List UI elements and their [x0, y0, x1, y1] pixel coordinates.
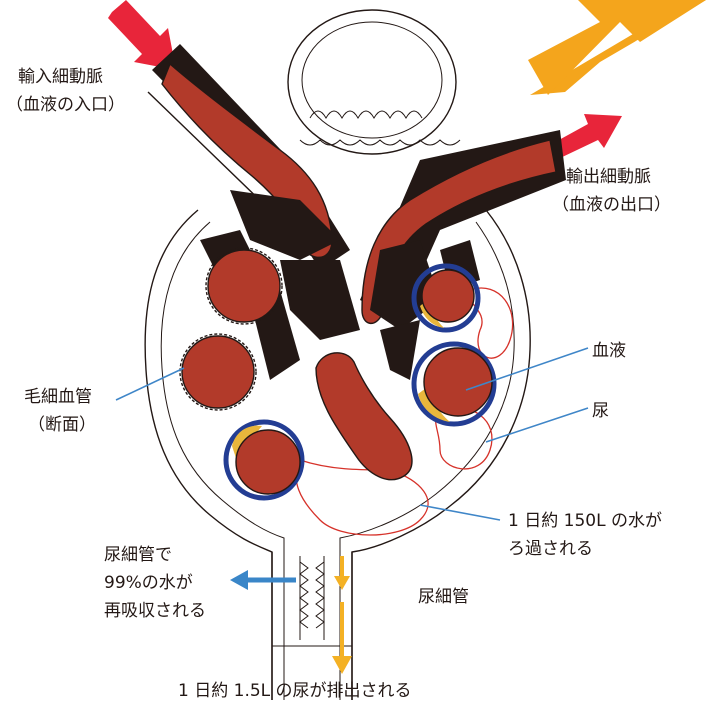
afferent-label-line1: 輸入細動脈 [18, 67, 103, 87]
excretion-arrow [332, 602, 352, 674]
tubule-label: 尿細管 [418, 587, 469, 607]
urine-label: 尿 [592, 401, 609, 421]
blood-label: 血液 [592, 341, 626, 361]
filtrate-arrow-1 [334, 556, 350, 590]
efferent-label-line2: （血液の出口） [552, 195, 671, 215]
reabsorption-label-line2: 99%の水が [104, 573, 193, 593]
leader-urine [486, 408, 588, 442]
reabsorption-label-line3: 再吸収される [104, 601, 206, 621]
excretion-label: 1 日約 1.5L の尿が排出される [178, 681, 412, 701]
reabsorption-arrow [230, 570, 296, 590]
capillary-4 [414, 266, 478, 330]
capillary-label-line1: 毛細血管 [24, 387, 92, 407]
capillary-label-line2: （断面） [28, 415, 96, 435]
efferent-label-line1: 輸出細動脈 [566, 167, 651, 187]
distal-tubule-loop [288, 10, 460, 154]
capillary-2 [180, 334, 256, 410]
leader-filtration [420, 505, 500, 520]
afferent-label-line2: （血液の入口） [6, 95, 125, 115]
reabsorption-label-line1: 尿細管で [104, 545, 172, 565]
filtration-label-line2: ろ過される [508, 539, 593, 559]
filtration-label-line1: 1 日約 150L の水が [508, 511, 662, 531]
leader-capillary [116, 368, 184, 400]
capillary-3 [226, 422, 302, 498]
